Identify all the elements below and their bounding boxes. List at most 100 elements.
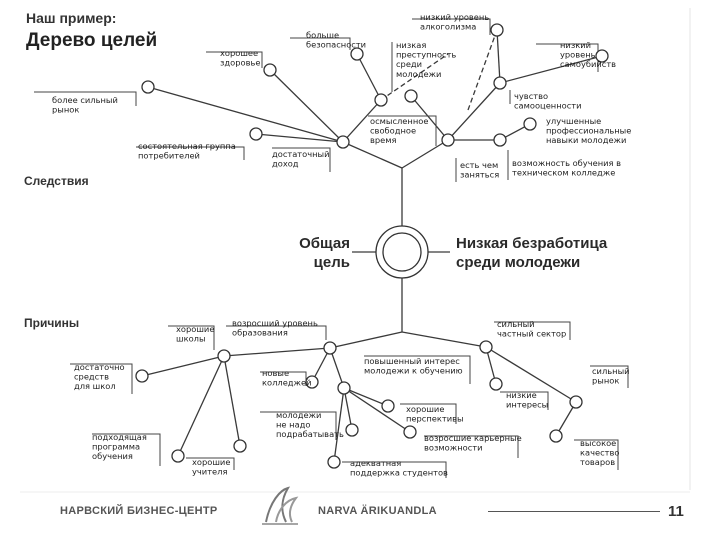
label-line: высокое [580,438,616,448]
label-line: низкий [560,40,591,50]
label-line: хорошее [220,48,258,58]
edge-income-consumers [255,133,344,143]
label-line: адекватная [350,458,401,468]
bracket-teachers [186,457,235,470]
edge-income-market [147,86,344,143]
label-line: состоятельная группа [138,141,236,151]
label-line: возможности [424,443,482,453]
label-line: профессиональные [546,126,631,136]
edge-schools-program [177,355,225,457]
edge-income-health [269,69,344,143]
node-crime [374,93,388,107]
goal-right-line: Низкая безработица [456,235,608,252]
label-line: сильный [592,366,630,376]
bracket-private [494,321,571,340]
edge-interest-career [343,387,411,433]
label-line: средств [74,372,109,382]
edge-occupation-freetime [410,95,449,141]
node-prog [171,449,185,463]
edge-selfesteem-alcohol [496,29,501,84]
label-line: программа [92,442,140,452]
label-line: качество [580,448,619,458]
label-line: самоубийств [560,59,616,69]
bracket-funds [70,363,133,394]
label-line: хорошие [406,404,444,414]
node-priv [479,340,493,354]
edge-income-crime [342,99,382,143]
node-interest [337,381,351,395]
bracket-health [206,51,263,68]
label-line: новые [262,368,289,378]
section-label-causes: Причины [24,316,80,330]
node-income [336,135,350,149]
edge-freetime-alcohol [467,29,498,111]
label-line: осмысленное [370,116,428,126]
label-line: не надо [276,420,311,430]
header-small: Наш пример: [26,10,117,26]
node-career [403,425,417,439]
label-line: низкая [396,40,426,50]
label-line: для школ [74,381,116,391]
label-line: учителя [192,467,227,477]
node-college [493,133,507,147]
label-line: подходящая [92,432,147,442]
label-line: заняться [460,170,499,180]
edge-interest-nojob [343,387,353,431]
diagram-title: Дерево целей [26,30,158,51]
edge-schools-teachers [223,355,241,447]
label-line: перспективы [406,414,464,424]
label-line: техническом колледже [512,168,615,178]
bracket-quality [574,439,619,470]
edge-selfesteem-suicide [499,55,603,84]
bracket-goodschools [168,325,215,350]
label-line: время [370,135,397,145]
goal-left-line: Общая [299,235,350,252]
label-line: улучшенные [546,116,601,126]
node-lowi [489,377,503,391]
label-line: обучения [92,451,133,461]
node-edu [323,341,337,355]
label-line: более сильный [52,95,118,105]
edge-education-schools [223,347,331,357]
label-line: низкий уровень [420,12,489,22]
node-quality [549,429,563,443]
label-line: больше [306,30,339,40]
bracket-market [34,91,137,106]
label-line: хорошие [192,457,230,467]
label-line: молодежи к обучению [364,366,463,376]
bracket-career [424,435,519,458]
edge-education-interest [329,347,345,389]
bracket-nojob [260,411,337,440]
node-nojob [345,423,359,437]
node-skills [523,117,537,131]
bracket-freetime [368,115,437,146]
goal-right-line: среди молодежи [456,254,581,271]
node-alcohol [490,23,504,37]
goal-right-text: Низкая безработица среди молодежи [456,234,656,272]
node-school [217,349,231,363]
label-line: есть чем [460,160,498,170]
node-prosp [381,399,395,413]
label-line: потребителей [138,151,200,161]
goal-left-text: Общая цель [298,234,350,272]
edge-crime-alcohol [380,53,449,101]
goal-inner-circle [382,232,422,272]
bracket-program [92,433,161,466]
